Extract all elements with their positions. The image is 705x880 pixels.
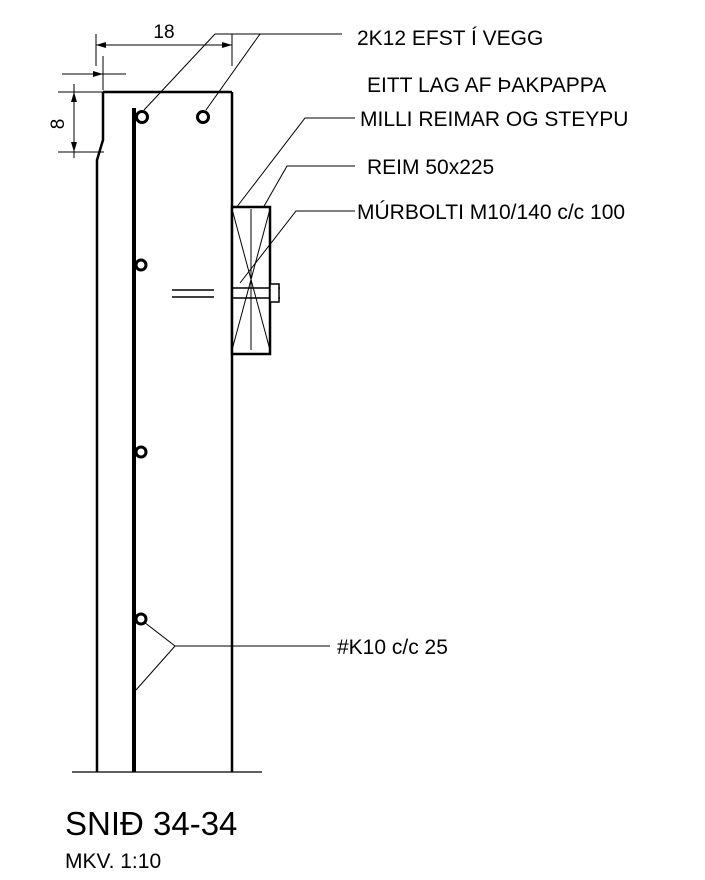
rebar-dots <box>134 110 210 626</box>
leader-lines <box>135 33 355 691</box>
rebar-dot <box>135 110 149 124</box>
section-title: SNIÐ 34-34 <box>65 805 237 842</box>
label-bolt: MÚRBOLTI M10/140 c/c 100 <box>357 201 625 224</box>
scale-label: MKV. 1:10 <box>65 850 161 873</box>
timber-batten <box>230 205 272 356</box>
dimension-offset <box>62 56 126 90</box>
label-mesh: #K10 c/c 25 <box>337 636 448 659</box>
label-timber: REIM 50x225 <box>367 156 494 179</box>
label-membrane-line1: EITT LAG AF ÞAKPAPPA <box>367 74 606 97</box>
rebar-dot <box>134 445 148 459</box>
rebar-dot <box>196 110 210 124</box>
dimension-height-label: 8 <box>48 119 69 130</box>
label-membrane-line2: MILLI REIMAR OG STEYPU <box>360 108 628 131</box>
label-rebar-top: 2K12 EFST Í VEGG <box>357 27 543 50</box>
dimension-width-label: 18 <box>153 22 174 43</box>
dimension-width: 18 <box>95 22 233 66</box>
bolt-hole-marks <box>172 289 214 298</box>
anchor-bolt <box>232 283 280 303</box>
rebar-dot <box>134 258 148 272</box>
wall-section <box>72 90 262 773</box>
dimension-height: 8 <box>48 84 104 158</box>
rebar-dot <box>134 612 148 626</box>
